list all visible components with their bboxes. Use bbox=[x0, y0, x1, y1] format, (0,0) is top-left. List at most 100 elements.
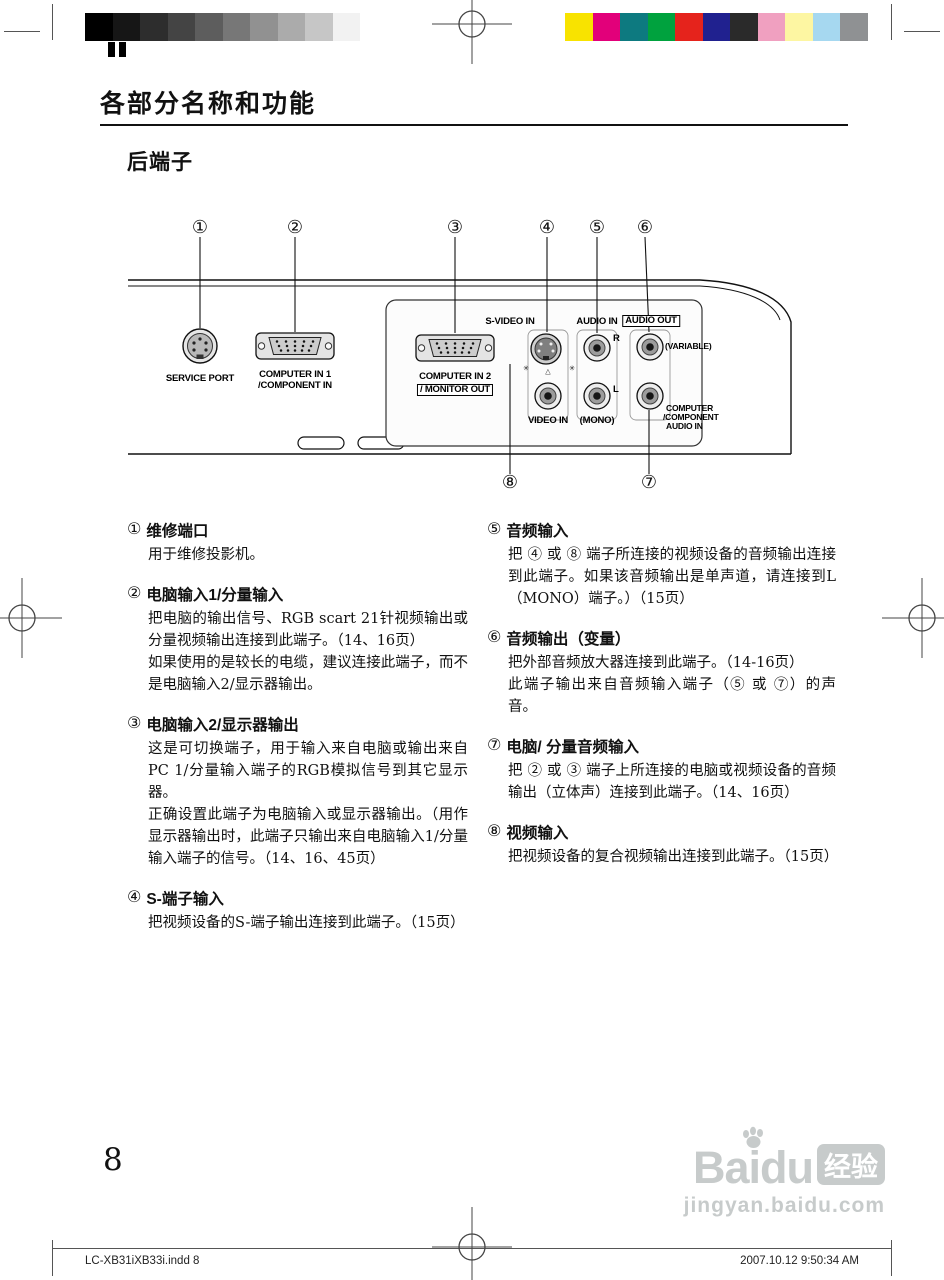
section-paragraph: 把 ④ 或 ⑧ 端子所连接的视频设备的音频输出连接到此端子。如果该音频输出是单声… bbox=[508, 547, 836, 608]
calibration-swatch bbox=[757, 13, 785, 41]
callout-3: ③ bbox=[446, 217, 464, 238]
calibration-swatch bbox=[250, 13, 278, 41]
section-heading: 音频输入 bbox=[506, 523, 569, 540]
mono-label: (MONO) bbox=[579, 415, 615, 426]
calibration-swatch bbox=[305, 13, 333, 41]
registration-mark-top-center bbox=[432, 0, 512, 64]
callout-4: ④ bbox=[538, 217, 556, 238]
s-video-in-label: S-VIDEO IN bbox=[485, 316, 535, 327]
section-heading: S-端子输入 bbox=[146, 891, 224, 909]
crop-mark-top-right-v bbox=[891, 4, 892, 40]
baidu-paw-icon bbox=[743, 1126, 763, 1148]
foot-left bbox=[297, 436, 345, 450]
monitor-out-label: / MONITOR OUT bbox=[416, 384, 494, 397]
section-number: ⑦ bbox=[487, 737, 502, 755]
baidu-jingyan-badge: 经验 bbox=[817, 1144, 885, 1185]
audio-in-r-jack bbox=[583, 334, 611, 362]
section-paragraph: 把视频设备的复合视频输出连接到此端子。（15页） bbox=[508, 849, 839, 866]
section-paragraph: 这是可切换端子，用于输入来自电脑或输出来自PC 1/分量输入端子的RGB模拟信号… bbox=[148, 741, 468, 802]
calibration-swatch bbox=[675, 13, 703, 41]
variable-label: (VARIABLE) bbox=[665, 341, 712, 351]
crop-mark-bottom-right-v bbox=[891, 1240, 892, 1276]
section-heading: 维修端口 bbox=[146, 523, 209, 540]
calibration-swatch bbox=[112, 13, 140, 41]
section-paragraph: 用于维修投影机。 bbox=[148, 547, 264, 563]
calibration-swatch bbox=[565, 13, 593, 41]
section-heading: 电脑输入1/分量输入 bbox=[146, 587, 284, 605]
asterisk-mark-icon-right: ✳ bbox=[569, 365, 575, 373]
section-heading: 电脑输入2/显示器输出 bbox=[146, 717, 299, 735]
projector-outline-drawing bbox=[128, 236, 792, 474]
calibration-swatch bbox=[840, 13, 868, 41]
calibration-swatch bbox=[195, 13, 223, 41]
section-heading: 视频输入 bbox=[506, 825, 569, 843]
print-control-bar-1 bbox=[108, 42, 115, 57]
page-number: 8 bbox=[103, 1142, 123, 1178]
calibration-swatch bbox=[277, 13, 305, 41]
calibration-swatch bbox=[702, 13, 730, 41]
calibration-swatch bbox=[592, 13, 620, 41]
computer-in-2-label: COMPUTER IN 2 bbox=[419, 371, 491, 382]
baidu-logo-text: Baidu bbox=[692, 1142, 814, 1193]
section-paragraph: 如果使用的是较长的电缆，建议连接此端子，而不是电脑输入2/显示器输出。 bbox=[148, 655, 468, 694]
page-title: 各部分名称和功能 bbox=[100, 90, 317, 118]
callout-7: ⑦ bbox=[640, 472, 658, 493]
callout-5: ⑤ bbox=[588, 217, 606, 238]
computer-audio-label-1: COMPUTER bbox=[666, 403, 714, 413]
footer-timestamp: 2007.10.12 9:50:34 AM bbox=[740, 1255, 859, 1267]
audio-in-r-label: R bbox=[613, 333, 620, 344]
rear-terminal-diagram: ① ② ③ ④ ⑤ ⑥ ⑧ ⑦ SERVICE PORT COMPUTER IN… bbox=[120, 214, 820, 514]
service-port-label: SERVICE PORT bbox=[165, 373, 235, 384]
baidu-watermark-url: jingyan.baidu.com bbox=[683, 1194, 885, 1217]
video-in-jack bbox=[534, 382, 562, 410]
calibration-swatch bbox=[647, 13, 675, 41]
calibration-swatch bbox=[140, 13, 168, 41]
asterisk-mark-icon-left: ✳ bbox=[523, 365, 529, 373]
audio-in-l-label: L bbox=[613, 384, 619, 395]
computer-in-1-label: COMPUTER IN 1 bbox=[259, 369, 331, 380]
section-number: ② bbox=[127, 585, 142, 603]
audio-in-label: AUDIO IN bbox=[576, 316, 618, 327]
registration-mark-left bbox=[0, 578, 62, 658]
component-in-label: /COMPONENT IN bbox=[258, 380, 332, 391]
audio-in-l-jack bbox=[583, 382, 611, 410]
color-calibration-bar bbox=[565, 13, 868, 41]
calibration-swatch bbox=[85, 13, 113, 41]
computer-in-2-connector bbox=[415, 334, 495, 362]
callout-8: ⑧ bbox=[501, 472, 519, 493]
section-paragraph: 把视频设备的S-端子输出连接到此端子。（15页） bbox=[148, 915, 465, 932]
computer-in-1-connector bbox=[255, 332, 335, 360]
section-paragraph: 正确设置此端子为电脑输入或显示器输出。（用作显示器输出时，此端子只输出来自电脑输… bbox=[148, 807, 468, 868]
section-number: ⑤ bbox=[487, 521, 502, 538]
audio-out-jack bbox=[636, 333, 664, 361]
title-rule bbox=[100, 124, 848, 126]
section-heading: 电脑/ 分量音频输入 bbox=[506, 739, 639, 757]
crop-mark-bottom-left-v bbox=[52, 1240, 53, 1276]
print-control-bar-2 bbox=[119, 42, 126, 57]
registration-mark-bottom-center bbox=[432, 1207, 512, 1280]
crop-mark-top-left-v bbox=[52, 4, 53, 40]
section-number: ⑧ bbox=[487, 823, 502, 841]
calibration-swatch bbox=[812, 13, 840, 41]
section-number: ③ bbox=[127, 715, 142, 733]
section-paragraph: 把 ② 或 ③ 端子上所连接的电脑或视频设备的音频输出（立体声）连接到此端子。（… bbox=[508, 763, 836, 802]
calibration-swatch bbox=[222, 13, 250, 41]
callout-2: ② bbox=[286, 217, 304, 238]
calibration-swatch bbox=[332, 13, 360, 41]
footer-filename: LC-XB31iXB33i.indd 8 bbox=[85, 1255, 200, 1267]
s-video-connector bbox=[530, 333, 562, 365]
callout-1: ① bbox=[191, 217, 209, 238]
calibration-swatch bbox=[167, 13, 195, 41]
section-paragraph: 把电脑的输出信号、RGB scart 21针视频输出或分量视频输出连接到此端子。… bbox=[148, 611, 468, 650]
